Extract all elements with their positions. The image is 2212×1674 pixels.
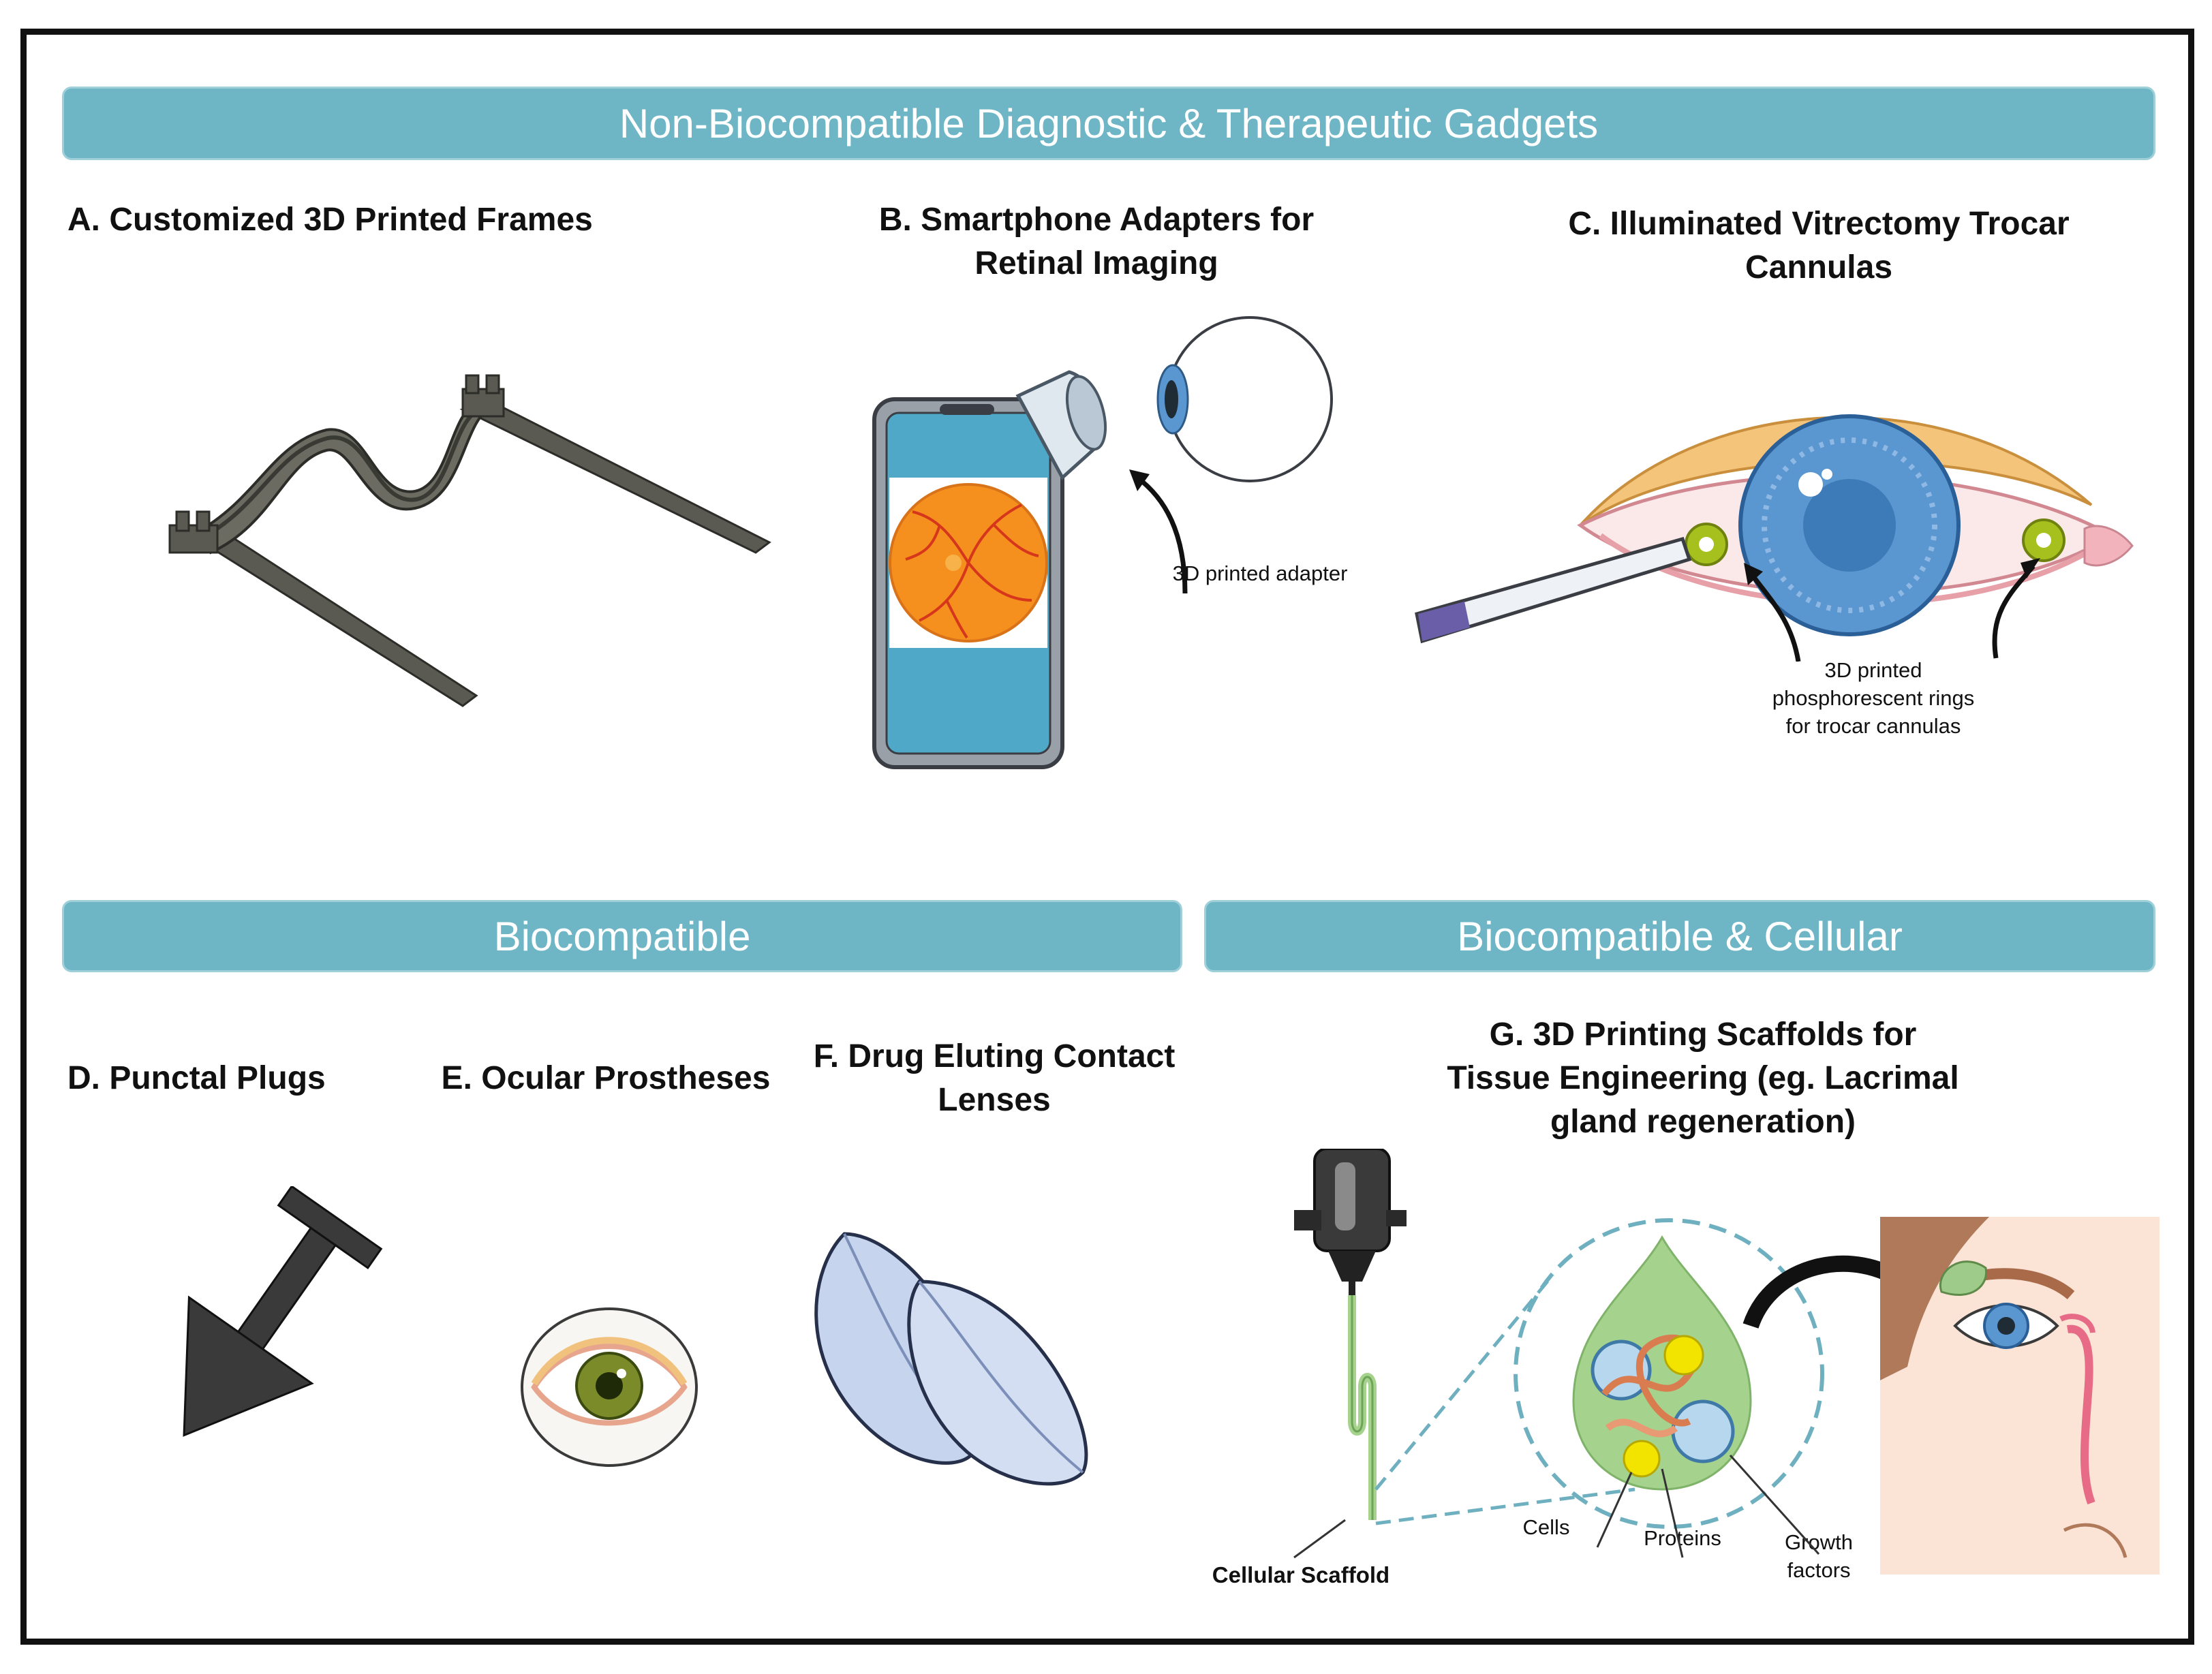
banner-biocompatible-cellular: Biocompatible & Cellular bbox=[1204, 900, 2155, 972]
panel-b-title-line1: B. Smartphone Adapters for bbox=[878, 202, 1315, 238]
panel-g-scaffold-label: Cellular Scaffold bbox=[1212, 1562, 1390, 1587]
ring-arrow-left bbox=[1749, 571, 1801, 662]
panel-c-ring-label-line3: for trocar cannulas bbox=[1785, 714, 1961, 738]
panel-g-title-line3: gland regeneration) bbox=[1550, 1104, 1856, 1140]
panel-g-growth-label-line1: Growth bbox=[1785, 1530, 1853, 1554]
panel-c-ring-label-line2: phosphorescent rings bbox=[1772, 686, 1975, 710]
panel-b-title-line2: Retinal Imaging bbox=[974, 245, 1218, 281]
contact-lenses-illustration bbox=[814, 1232, 1088, 1486]
panel-g-title-line1: G. 3D Printing Scaffolds for bbox=[1489, 1017, 1917, 1053]
frames-illustration bbox=[168, 374, 771, 707]
ocular-prosthesis-illustration bbox=[521, 1307, 698, 1467]
panel-g-cells-label: Cells bbox=[1522, 1515, 1570, 1539]
smartphone-adapter-illustration bbox=[872, 316, 1333, 769]
banner-biocompatible: Biocompatible bbox=[62, 900, 1182, 972]
banner-non-biocompatible: Non-Biocompatible Diagnostic & Therapeut… bbox=[62, 87, 2155, 160]
light-probe bbox=[1415, 536, 1692, 644]
zoom-circle bbox=[1514, 1218, 1824, 1529]
panel-c-title-line1: C. Illuminated Vitrectomy Trocar bbox=[1568, 206, 2070, 242]
panel-g-proteins-label: Proteins bbox=[1644, 1526, 1721, 1550]
adapter-arrow bbox=[1135, 476, 1188, 594]
panel-c-title-line2: Cannulas bbox=[1745, 249, 1893, 285]
panel-f-title-line2: Lenses bbox=[938, 1082, 1051, 1118]
figure-frame: Non-Biocompatible Diagnostic & Therapeut… bbox=[20, 29, 2194, 1645]
scaffold-illustration bbox=[1293, 1149, 2160, 1575]
panel-g-title: G. 3D Printing Scaffolds for Tissue Engi… bbox=[1362, 1013, 2044, 1144]
panel-g-growth-label-line2: factors bbox=[1787, 1558, 1851, 1582]
panel-c-title: C. Illuminated Vitrectomy Trocar Cannula… bbox=[1512, 202, 2125, 290]
panel-f-title-line1: F. Drug Eluting Contact bbox=[813, 1038, 1176, 1074]
panel-f-title: F. Drug Eluting Contact Lenses bbox=[776, 1035, 1212, 1122]
trocar-eye-illustration bbox=[1415, 414, 2134, 662]
panel-b-title: B. Smartphone Adapters for Retinal Imagi… bbox=[790, 198, 1403, 285]
panel-c-ring-label: 3D printed phosphorescent rings for troc… bbox=[1717, 656, 2030, 740]
eyeball bbox=[1167, 316, 1333, 482]
panel-d-title: D. Punctal Plugs bbox=[67, 1060, 326, 1096]
panel-b-adapter-label: 3D printed adapter bbox=[1172, 561, 1348, 585]
panel-e-title: E. Ocular Prostheses bbox=[441, 1060, 771, 1096]
panel-a-title: A. Customized 3D Printed Frames bbox=[67, 202, 593, 238]
panel-g-growth-label: Growth factors bbox=[1744, 1528, 1894, 1584]
punctal-plug-illustration bbox=[183, 1186, 383, 1437]
panel-g-title-line2: Tissue Engineering (eg. Lacrimal bbox=[1447, 1060, 1959, 1096]
panel-c-ring-label-line1: 3D printed bbox=[1824, 658, 1922, 682]
growth-factor-1 bbox=[1663, 1335, 1704, 1376]
lacrimal-gland bbox=[1939, 1260, 1988, 1296]
growth-factor-2 bbox=[1623, 1440, 1661, 1478]
ring-arrow-right bbox=[1992, 564, 2036, 659]
